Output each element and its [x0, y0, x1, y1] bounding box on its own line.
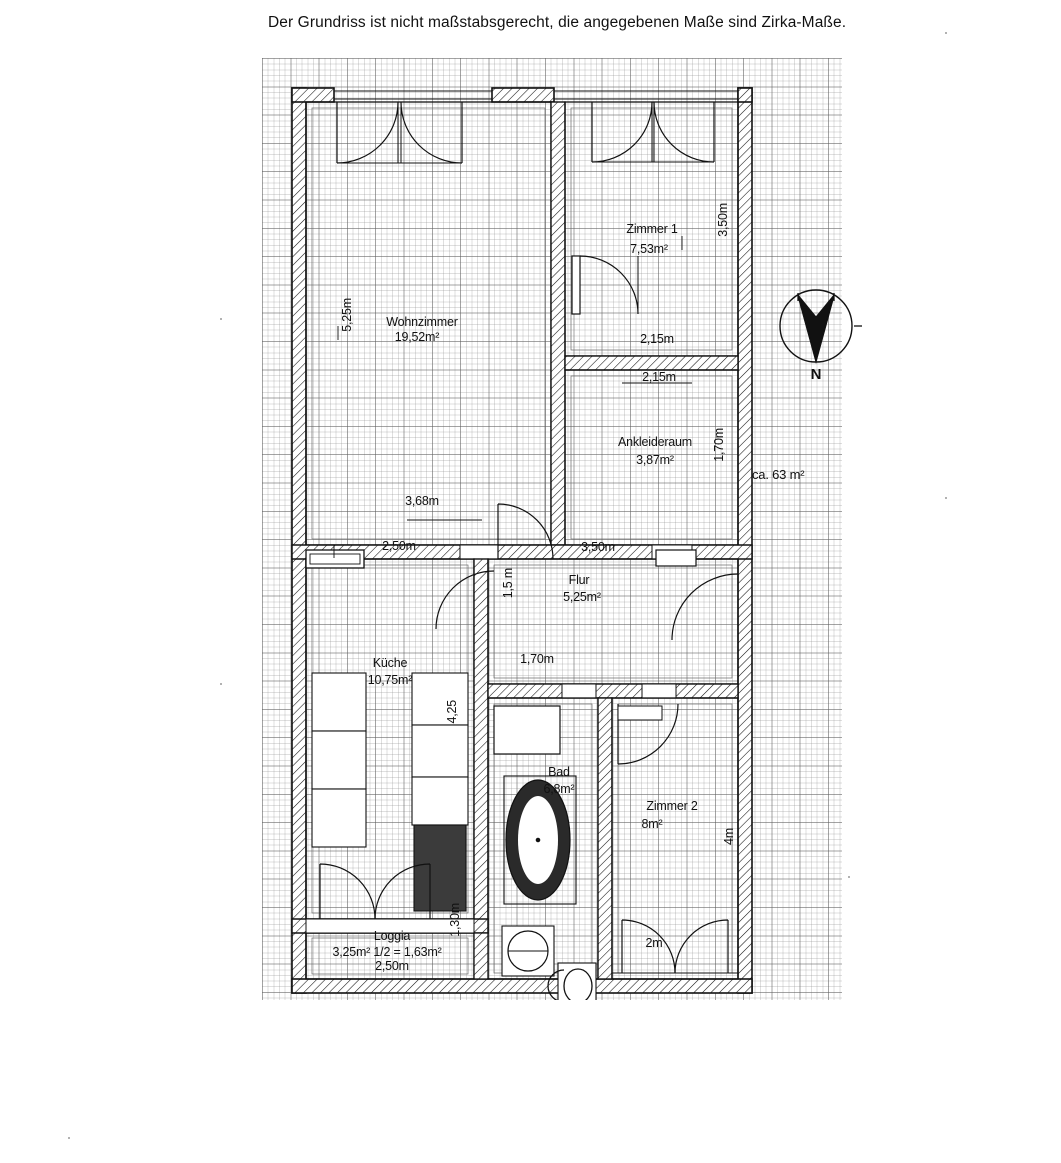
dimension-loggia-width: 2,50m [375, 959, 409, 973]
dimension-zimmer1-width: 2,15m [640, 332, 674, 346]
room-area-wohnzimmer: 19,52m² [394, 330, 440, 344]
room-area-flur: 5,25m² [563, 590, 601, 604]
room-label-loggia: Loggia [373, 929, 411, 943]
room-area-zimmer2: 8m² [641, 817, 663, 831]
room-area-bad: 6,8m² [543, 782, 575, 796]
compass-rose-icon: N [770, 283, 862, 383]
floor-plan-drawing [291, 87, 753, 1000]
dimension-zimmer1-height: 3,50m [716, 203, 730, 237]
dimension-bad-width: 1,70m [520, 652, 554, 666]
room-label-zimmer2: Zimmer 2 [646, 799, 698, 813]
room-area-ankleideraum: 3,87m² [636, 453, 674, 467]
floor-plan: Wohnzimmer 19,52m² Zimmer 1 7,53m² Ankle… [262, 58, 842, 1000]
room-label-flur: Flur [568, 573, 590, 587]
dimension-ankleide-width: 2,15m [642, 370, 676, 384]
dimension-flur-height: 1,5 m [501, 568, 515, 599]
dimension-zimmer2-height: 4m [722, 828, 736, 845]
dimension-wohnzimmer-width: 3,68m [405, 494, 439, 508]
dimension-kueche-door-width: 2,50m [382, 539, 416, 553]
plan-disclaimer-note: Der Grundriss ist nicht maßstabsgerecht,… [268, 14, 847, 31]
dimension-ankleide-height: 1,70m [712, 428, 726, 462]
room-label-kueche: Küche [372, 656, 408, 670]
dimension-wohnzimmer-height: 5,25m [340, 298, 354, 332]
dimension-flur-width: 3,50m [581, 540, 615, 554]
dimension-loggia-height: 1,30m [448, 903, 462, 937]
dimension-kueche-height: 4,25 [445, 700, 459, 724]
room-area-kueche: 10,75m² [367, 673, 413, 687]
room-label-zimmer1: Zimmer 1 [626, 222, 678, 236]
room-area-loggia: 3,25m² 1/2 = 1,63m² [332, 945, 442, 959]
room-label-bad: Bad [548, 765, 570, 779]
room-label-ankleideraum: Ankleideraum [617, 435, 693, 449]
room-area-zimmer1: 7,53m² [630, 242, 668, 256]
compass-north-label: N [811, 366, 822, 381]
total-area-label: ca. 63 m² [752, 467, 805, 482]
dimension-zimmer2-door-width: 2m [645, 936, 663, 950]
room-label-wohnzimmer: Wohnzimmer [386, 315, 458, 329]
